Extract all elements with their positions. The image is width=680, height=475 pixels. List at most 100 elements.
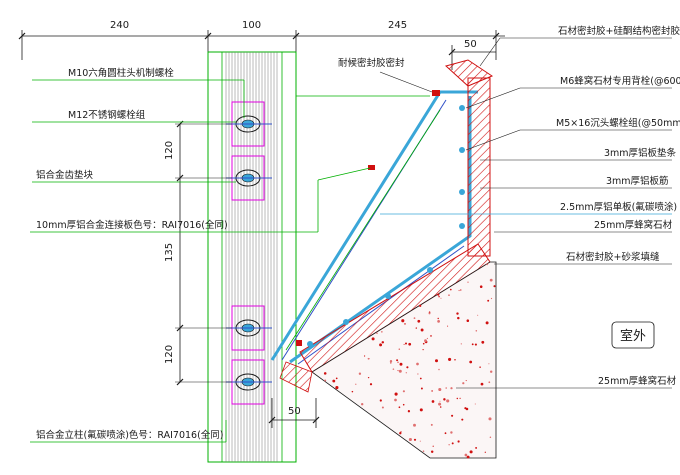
mortar-speckle [456, 397, 459, 400]
mortar-speckle [419, 408, 423, 412]
mortar-speckle [420, 328, 424, 332]
mortar-speckle [419, 304, 422, 307]
mortar-speckle [404, 342, 408, 345]
mortar-speckle [466, 455, 470, 459]
stone-panel-top [444, 59, 494, 87]
label-connection-plate: 10mm厚铝合金连接板色号：RAI7016(全同) [36, 219, 228, 231]
mortar-speckle [430, 335, 432, 337]
mortar-speckle [464, 453, 468, 457]
label-serrated-pad: 铝合金齿垫块 [36, 169, 94, 181]
mortar-speckle [424, 339, 427, 343]
mortar-speckle [443, 398, 446, 401]
mortar-speckle [438, 368, 440, 371]
mortar-speckle [466, 319, 470, 322]
mortar-speckle [403, 343, 405, 345]
mortar-fill [311, 261, 497, 459]
mortar-speckle [438, 402, 442, 406]
mortar-speckle [430, 450, 434, 453]
mortar-speckle [446, 399, 450, 403]
mortar-speckle [428, 312, 431, 315]
mortar-speckle [351, 390, 354, 393]
mortar-speckle [399, 432, 402, 435]
mortar-speckle [379, 399, 382, 402]
mortar-speckle [417, 319, 421, 323]
mortar-speckle [457, 316, 460, 320]
mortar-speckle [460, 289, 462, 291]
dim-135: 135 [164, 243, 175, 262]
mortar-speckle [396, 359, 399, 362]
mortar-speckle [448, 444, 450, 446]
right-annotations: 石材密封胶+硅酮结构密封胶 M6蜂窝石材专用背栓(@600) M5×16沉头螺栓… [380, 25, 680, 389]
mortar-speckle [397, 361, 399, 363]
mortar-speckle [458, 289, 460, 292]
mortar-speckle [493, 285, 496, 288]
mortar-speckle [457, 440, 460, 443]
mortar-speckle [474, 343, 477, 346]
mortar-speckle [376, 332, 378, 335]
mortar-speckle [469, 450, 473, 454]
mortar-speckle [371, 337, 375, 341]
mortar-speckle [399, 362, 403, 366]
mortar-speckle [324, 379, 327, 382]
label-alu-rib: 3mm厚铝板筋 [606, 175, 669, 187]
mortar-speckle [417, 373, 419, 375]
top-dimension: 240 100 245 50 [18, 20, 505, 70]
mortar-speckle [437, 317, 439, 320]
label-alu-spacer: 3mm厚铝板垫条 [604, 147, 677, 159]
mortar-speckle [361, 403, 364, 406]
mortar-speckle [484, 451, 486, 453]
mortar-speckle [402, 403, 405, 406]
mortar-speckle [479, 366, 481, 368]
mortar-speckle [398, 369, 402, 373]
mortar-speckle [413, 423, 416, 427]
mortar-speckle [450, 431, 453, 434]
mortar-speckle [358, 372, 362, 375]
mortar-speckle [413, 317, 416, 319]
mortar-speckle [422, 342, 425, 345]
mortar-speckle [430, 423, 433, 426]
bottom-trim [279, 361, 313, 393]
dim-50-bottom: 50 [288, 406, 301, 417]
mortar-speckle [437, 293, 440, 296]
mortar-speckle [413, 438, 417, 441]
mortar-speckle [364, 355, 366, 357]
label-honeycomb-stone-1: 25mm厚蜂窝石材 [594, 219, 673, 231]
dim-245: 245 [388, 20, 407, 31]
mortar-speckle [401, 319, 405, 323]
label-weather-seal: 耐候密封胶密封 [338, 57, 405, 69]
mortar-speckle [400, 431, 402, 433]
mortar-speckle [488, 381, 491, 384]
mortar-speckle [475, 446, 478, 449]
mortar-speckle [450, 288, 452, 291]
mortar-speckle [460, 343, 462, 345]
mortar-speckle [405, 372, 407, 374]
mortar-speckle [426, 337, 428, 340]
mortar-speckle [437, 320, 440, 323]
mortar-speckle [397, 370, 399, 372]
dim-100: 100 [242, 20, 261, 31]
mortar-speckle [450, 387, 453, 390]
mortar-speckle [406, 366, 409, 369]
mortar-speckle [447, 325, 449, 327]
mortar-speckle [451, 442, 454, 445]
mortar-speckle [323, 372, 327, 375]
mortar-speckle [474, 403, 476, 405]
mortar-speckle [415, 327, 417, 329]
mortar-speckle [381, 406, 384, 409]
mortar-speckle [420, 387, 423, 390]
mortar-speckle [335, 386, 339, 390]
mortar-speckle [422, 349, 424, 351]
mortar-speckle [471, 343, 474, 346]
dim-240: 240 [110, 20, 129, 31]
label-stone-sealant: 石材密封胶+硅酮结构密封胶 [558, 25, 680, 37]
mortar-speckle [489, 370, 493, 373]
label-m10-bolt: M10六角圆柱头机制螺栓 [68, 67, 174, 79]
mortar-speckle [435, 359, 438, 363]
mortar-speckle [467, 281, 469, 283]
label-mortar-joint: 石材密封胶+砂浆填缝 [566, 251, 660, 263]
dim-120-a: 120 [164, 141, 175, 160]
mortar-speckle [465, 380, 467, 382]
label-column: 铝合金立柱(氟碳喷涂)色号：RAI7016(全同) [36, 429, 224, 441]
